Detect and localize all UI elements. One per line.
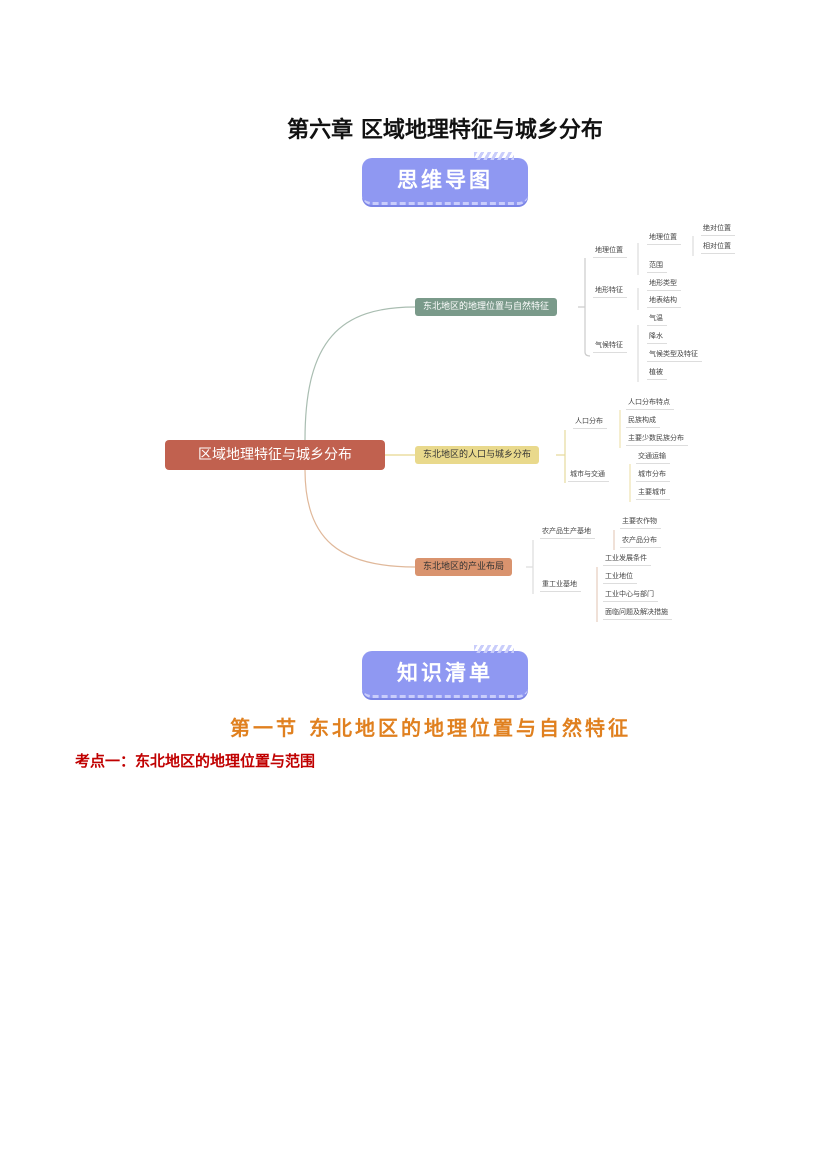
mindmap-node: 农产品生产基地 (540, 527, 595, 539)
mindmap-node: 气候特征 (593, 341, 627, 353)
mindmap-node: 绝对位置 (701, 224, 735, 236)
mindmap-node: 地理位置 (647, 233, 681, 245)
section-heading: 第一节 东北地区的地理位置与自然特征 (230, 716, 631, 740)
mindmap-node: 重工业基地 (540, 580, 581, 592)
mindmap-node: 植被 (647, 368, 667, 380)
mindmap-node: 范围 (647, 261, 667, 273)
mindmap-banner-label: 思维导图 (397, 168, 493, 192)
knowledge-banner-label: 知识清单 (397, 661, 493, 685)
mindmap-node: 主要农作物 (620, 517, 661, 529)
mindmap-node: 气温 (647, 314, 667, 326)
mindmap-node: 主要少数民族分布 (626, 434, 688, 446)
mindmap-node: 人口分布特点 (626, 398, 674, 410)
mindmap-node: 农产品分布 (620, 536, 661, 548)
mindmap-node: 工业地位 (603, 572, 637, 584)
mindmap-banner: 思维导图 (362, 152, 528, 205)
branch-industry: 东北地区的产业布局 (415, 558, 513, 576)
mindmap-node: 地形特征 (593, 286, 627, 298)
chapter-title: 第六章 区域地理特征与城乡分布 (287, 117, 603, 143)
decoration-stripes (474, 645, 514, 653)
mindmap-node: 地形类型 (647, 279, 681, 291)
branch-geography: 东北地区的地理位置与自然特征 (415, 298, 558, 316)
mindmap-node: 地理位置 (593, 246, 627, 258)
kaodian-heading: 考点一：东北地区的地理位置与范围 (75, 752, 316, 770)
mindmap-node: 工业发展条件 (603, 554, 651, 566)
branch-population: 东北地区的人口与城乡分布 (415, 446, 540, 464)
mindmap-node: 降水 (647, 332, 667, 344)
mindmap-root: 区域地理特征与城乡分布 (165, 440, 385, 470)
mindmap-node: 人口分布 (573, 417, 607, 429)
mindmap-node: 交通运输 (636, 452, 670, 464)
mindmap-node: 相对位置 (701, 242, 735, 254)
knowledge-banner: 知识清单 (362, 645, 528, 698)
mindmap-node: 气候类型及特征 (647, 350, 702, 362)
mindmap-node: 城市与交通 (568, 470, 609, 482)
mindmap-node: 工业中心与部门 (603, 590, 658, 602)
mindmap-node: 城市分布 (636, 470, 670, 482)
mindmap-node: 民族构成 (626, 416, 660, 428)
mindmap-node: 面临问题及解决措施 (603, 608, 672, 620)
decoration-stripes (474, 152, 514, 160)
mindmap-node: 主要城市 (636, 488, 670, 500)
mindmap-node: 地表结构 (647, 296, 681, 308)
